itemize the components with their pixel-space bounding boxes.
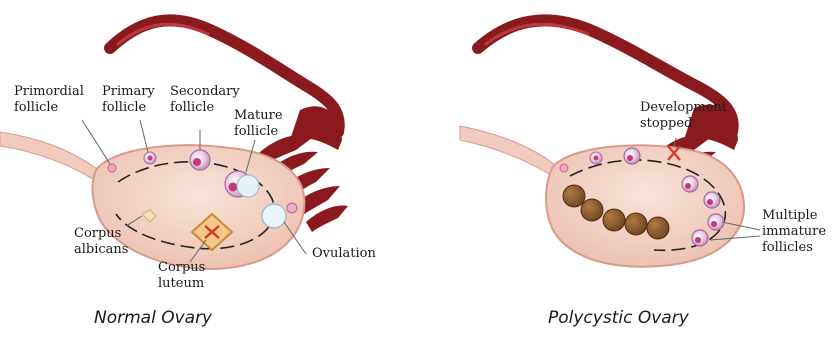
primordial-follicle [108,164,116,172]
primordial-follicle-pco [560,164,568,172]
normal-ovary-drawing [0,20,348,269]
ovulating-follicle [262,204,286,228]
polycystic-ovary-drawing [460,20,760,266]
caption-polycystic-ovary: Polycystic Ovary [548,308,689,328]
caption-normal-ovary: Normal Ovary [94,308,212,328]
released-egg [287,203,297,213]
label-ovulation: Ovulation [312,246,376,262]
ovarian-ligament-pco [460,126,562,182]
ovarian-ligament [0,132,104,186]
